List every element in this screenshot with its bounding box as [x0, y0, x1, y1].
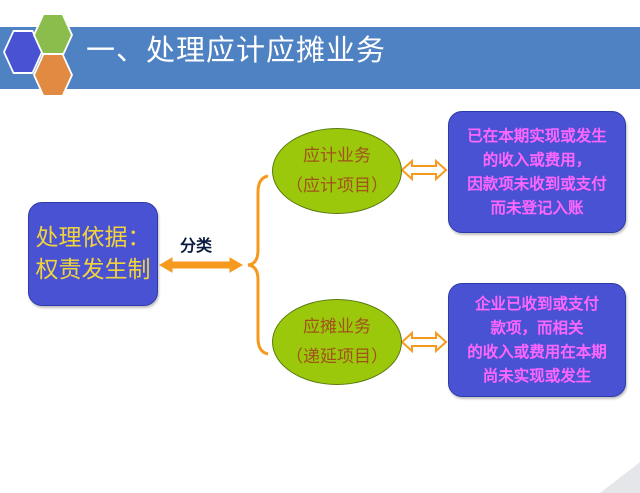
accrual-title: 应计业务 [303, 146, 371, 166]
desc-line: 企业已收到或支付 [474, 295, 599, 313]
desc-line: 的收入或费用在本期 [467, 343, 607, 361]
basis-box: 处理依据： 权责发生制 [28, 202, 158, 306]
desc-line: 款项，而相关 [490, 319, 584, 337]
basis-line2: 权责发生制 [35, 257, 151, 283]
accrual-description-box: 已在本期实现或发生 的收入或费用， 因款项未收到或支付 而未登记入账 [448, 111, 626, 233]
corner-decoration [600, 462, 640, 493]
desc-line: 因款项未收到或支付 [467, 175, 607, 193]
classify-label: 分类 [180, 236, 213, 255]
basis-line1: 处理依据： [35, 225, 151, 251]
accrual-double-arrow [400, 158, 448, 182]
accrual-ellipse: 应计业务 （应计项目） [272, 128, 402, 214]
desc-line: 的收入或费用， [482, 151, 592, 169]
slide-title: 一、处理应计应摊业务 [86, 33, 387, 67]
deferral-subtitle: （递延项目） [286, 347, 388, 367]
brace [247, 174, 269, 356]
classify-double-arrow [159, 257, 243, 273]
deferral-double-arrow [400, 330, 448, 354]
accrual-subtitle: （应计项目） [286, 176, 388, 196]
deferral-description-box: 企业已收到或支付 款项，而相关 的收入或费用在本期 尚未实现或发生 [448, 283, 626, 397]
desc-line: 已在本期实现或发生 [467, 127, 607, 145]
deferral-ellipse: 应摊业务 （递延项目） [272, 299, 402, 385]
title-bar [0, 27, 640, 89]
deferral-title: 应摊业务 [303, 317, 371, 337]
desc-line: 尚未实现或发生 [482, 367, 592, 385]
desc-line: 而未登记入账 [490, 199, 584, 217]
